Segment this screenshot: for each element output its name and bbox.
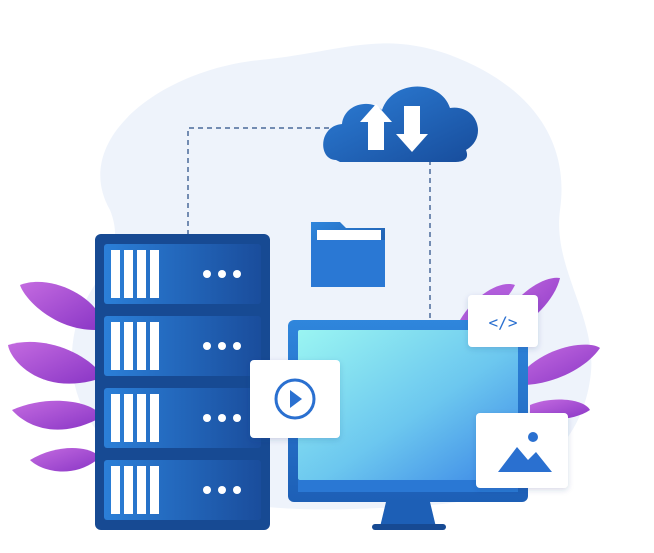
image-card [476,413,568,488]
play-icon [274,378,316,420]
connector-lines [187,127,431,320]
image-icon [498,432,552,472]
server-unit [104,388,261,448]
server-unit [104,244,261,304]
code-icon: </> [489,313,518,332]
left-leaves [8,281,100,472]
code-card: </> [468,295,538,347]
server-unit [104,460,261,520]
server-rack-icon [95,234,270,530]
folder-icon [311,222,385,287]
cloud-upload-download-icon [323,86,478,162]
server-unit [104,316,261,376]
monitor-icon [288,320,528,530]
video-card [250,360,340,438]
